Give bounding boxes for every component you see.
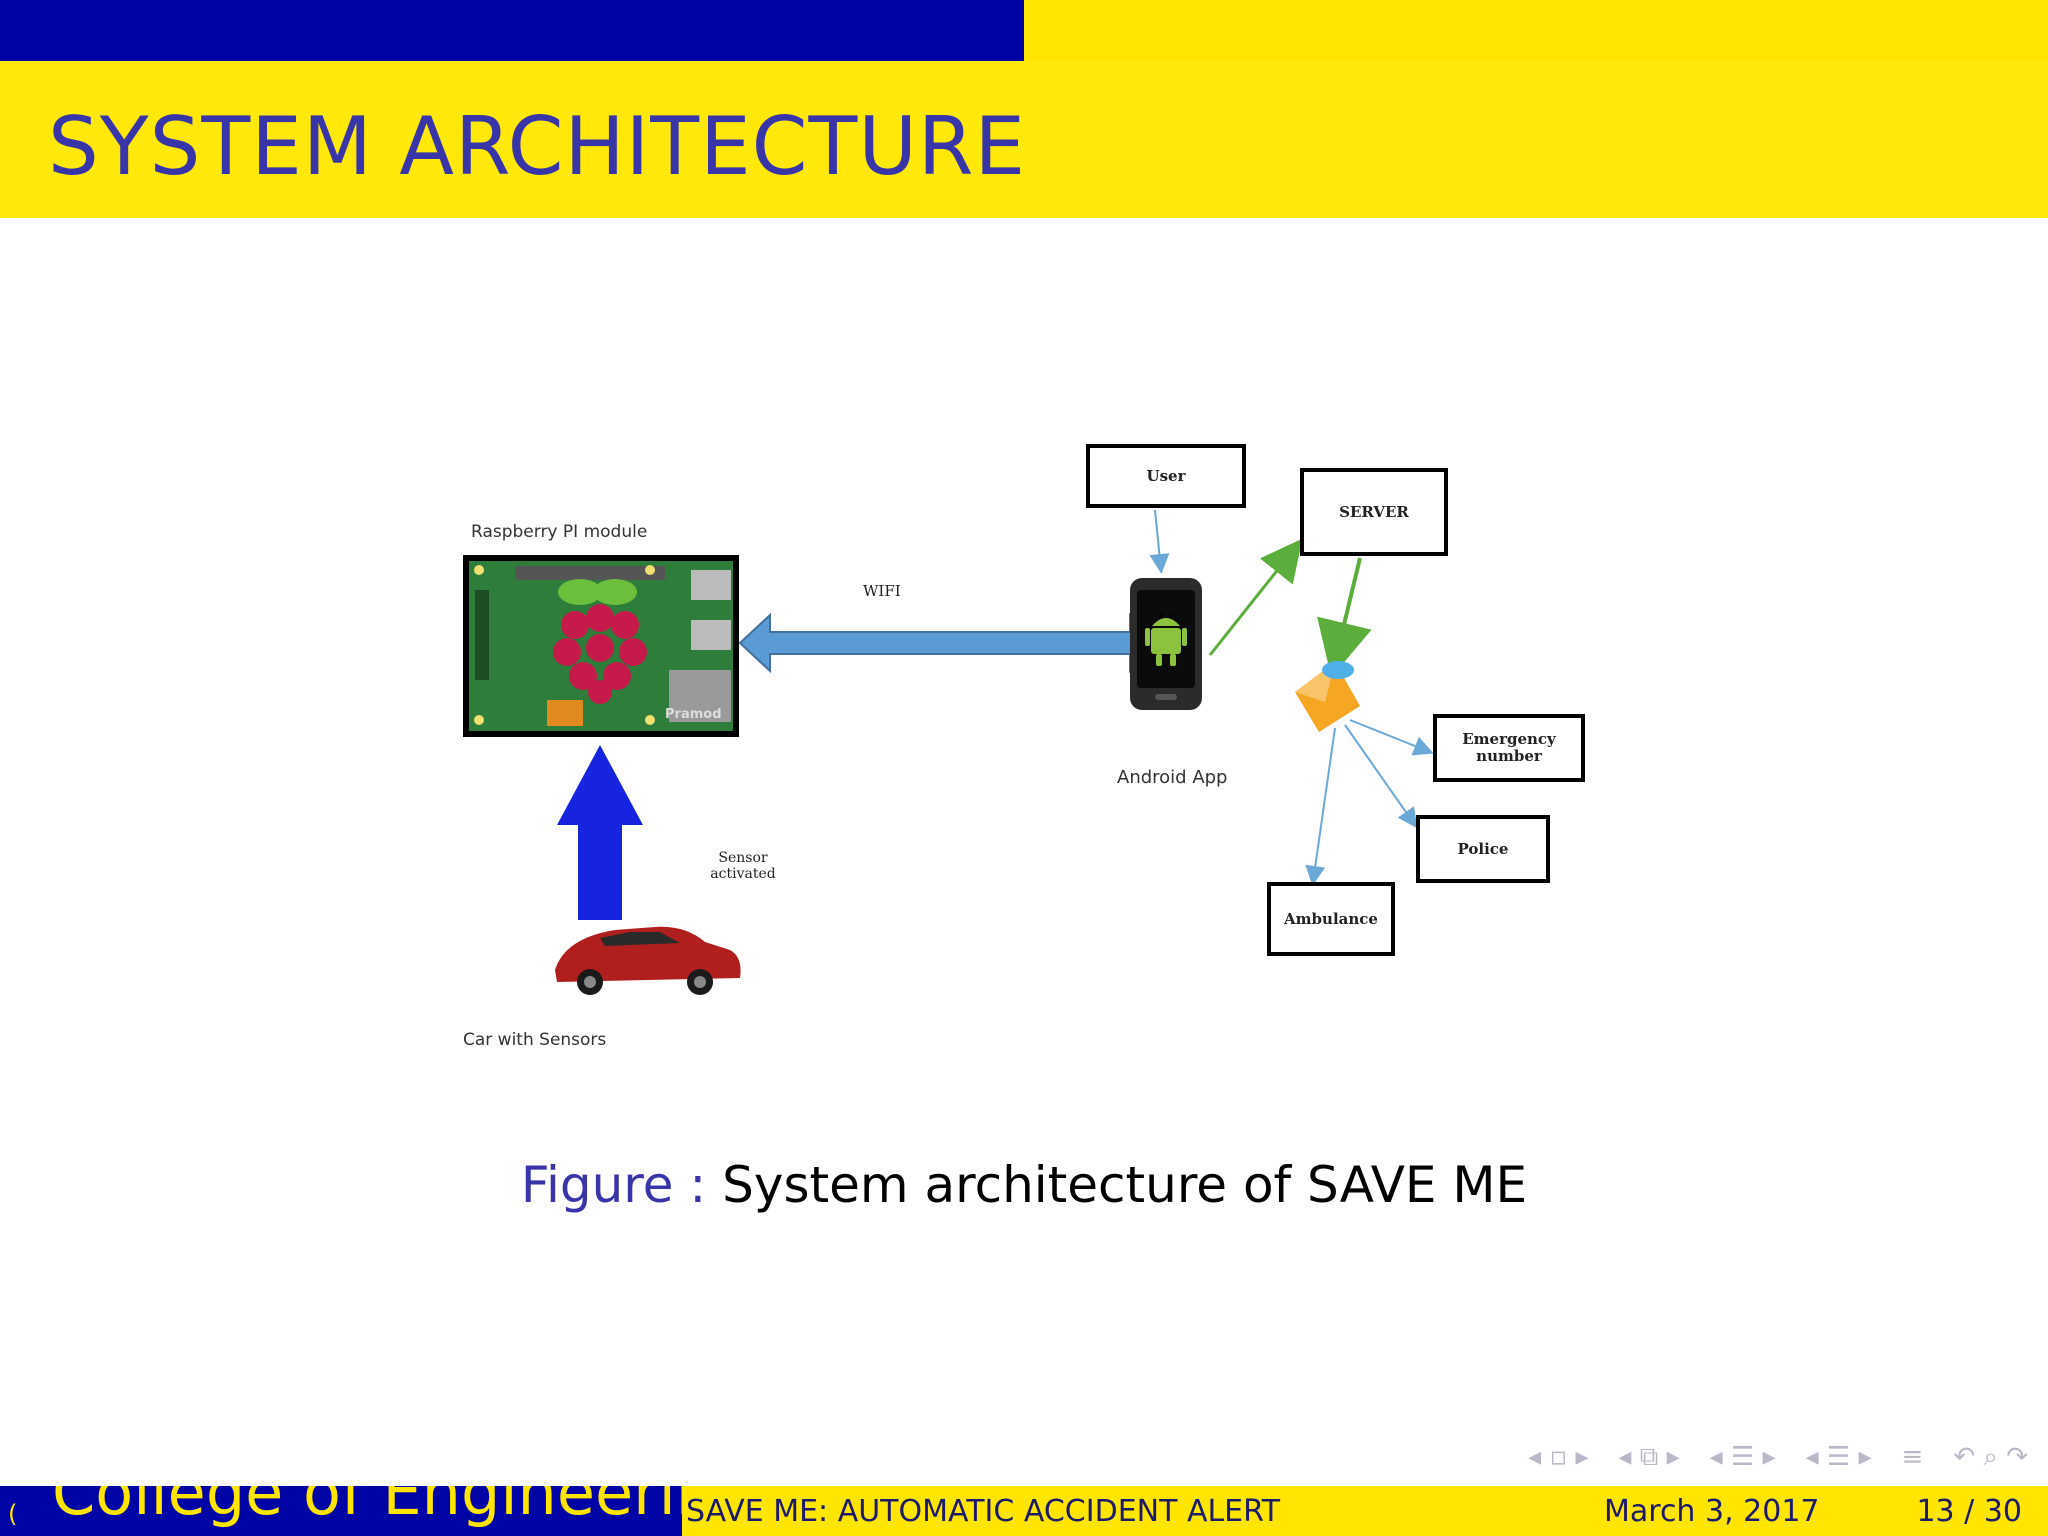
footer-page-number: 13 / 30 [1916, 1494, 2022, 1529]
server-to-message-arrow [1317, 557, 1372, 678]
footer-institution-panel: ( College of Engineering, Chertala [0, 1486, 682, 1536]
user-box: User [1086, 444, 1246, 508]
architecture-diagram: Raspberry PI module Pramod WIFI Sensor a… [455, 430, 1595, 1070]
footer-date-panel: March 3, 2017 13 / 30 [1364, 1486, 2048, 1536]
user-to-phone-arrow [1149, 509, 1170, 574]
message-envelope-icon [1295, 661, 1360, 732]
top-bar-left [0, 0, 1024, 61]
wifi-double-arrow [738, 612, 1162, 674]
wifi-label: WIFI [863, 582, 901, 600]
sensor-up-arrow [557, 745, 643, 920]
nav-list-icon[interactable]: ◂ ☰ ▸ [1805, 1442, 1872, 1472]
diagram-graphics [463, 509, 1434, 995]
nav-frame-icon[interactable]: ◂ ▫ ▸ [1528, 1442, 1589, 1472]
police-box: Police [1416, 815, 1550, 883]
slide-footer: ( College of Engineering, Chertala SAVE … [0, 1486, 2048, 1536]
beamer-navigation: ◂ ▫ ▸ ◂ ⧉ ▸ ◂ ☰ ▸ ◂ ☰ ▸ ≡ ↶ ⌕ ↷ [1528, 1440, 2028, 1474]
server-box: SERVER [1300, 468, 1448, 556]
title-band [0, 61, 2048, 218]
nav-search-icon[interactable]: ↶ ⌕ ↷ [1953, 1441, 2028, 1472]
nav-align-icon[interactable]: ≡ [1901, 1442, 1924, 1472]
raspberry-pi-label: Raspberry PI module [471, 522, 648, 542]
phone-to-server-arrow [1208, 538, 1303, 656]
footer-date: March 3, 2017 [1604, 1494, 1820, 1529]
figure-label: Figure : [520, 1156, 707, 1214]
figure-caption: Figure : System architecture of SAVE ME [0, 1155, 2048, 1215]
car-label: Car with Sensors [463, 1030, 607, 1050]
raspberry-logo-icon [553, 579, 647, 704]
figure-caption-text: System architecture of SAVE ME [722, 1156, 1528, 1214]
nav-section-icon[interactable]: ◂ ☰ ▸ [1709, 1442, 1776, 1472]
message-to-police-arrow [1344, 724, 1418, 829]
emergency-number-box: Emergency number [1433, 714, 1585, 782]
android-phone-icon [1130, 578, 1202, 710]
android-app-label: Android App [1117, 767, 1228, 788]
raspberry-board-text: Pramod [665, 707, 722, 722]
footer-title-panel: SAVE ME: AUTOMATIC ACCIDENT ALERT [682, 1486, 1364, 1536]
car-icon [555, 926, 741, 995]
message-to-ambulance-arrow [1305, 727, 1336, 886]
nav-subsection-icon[interactable]: ◂ ⧉ ▸ [1618, 1441, 1680, 1472]
footer-institution: College of Engineering, Chertala [52, 1486, 682, 1529]
ambulance-box: Ambulance [1267, 882, 1395, 956]
footer-title: SAVE ME: AUTOMATIC ACCIDENT ALERT [686, 1494, 1281, 1529]
message-to-emergency-arrow [1349, 719, 1434, 756]
sensor-activated-label: Sensor activated [710, 850, 776, 882]
slide-title: SYSTEM ARCHITECTURE [48, 100, 1027, 193]
footer-paren: ( [8, 1500, 18, 1528]
top-bar-right [1024, 0, 2048, 61]
